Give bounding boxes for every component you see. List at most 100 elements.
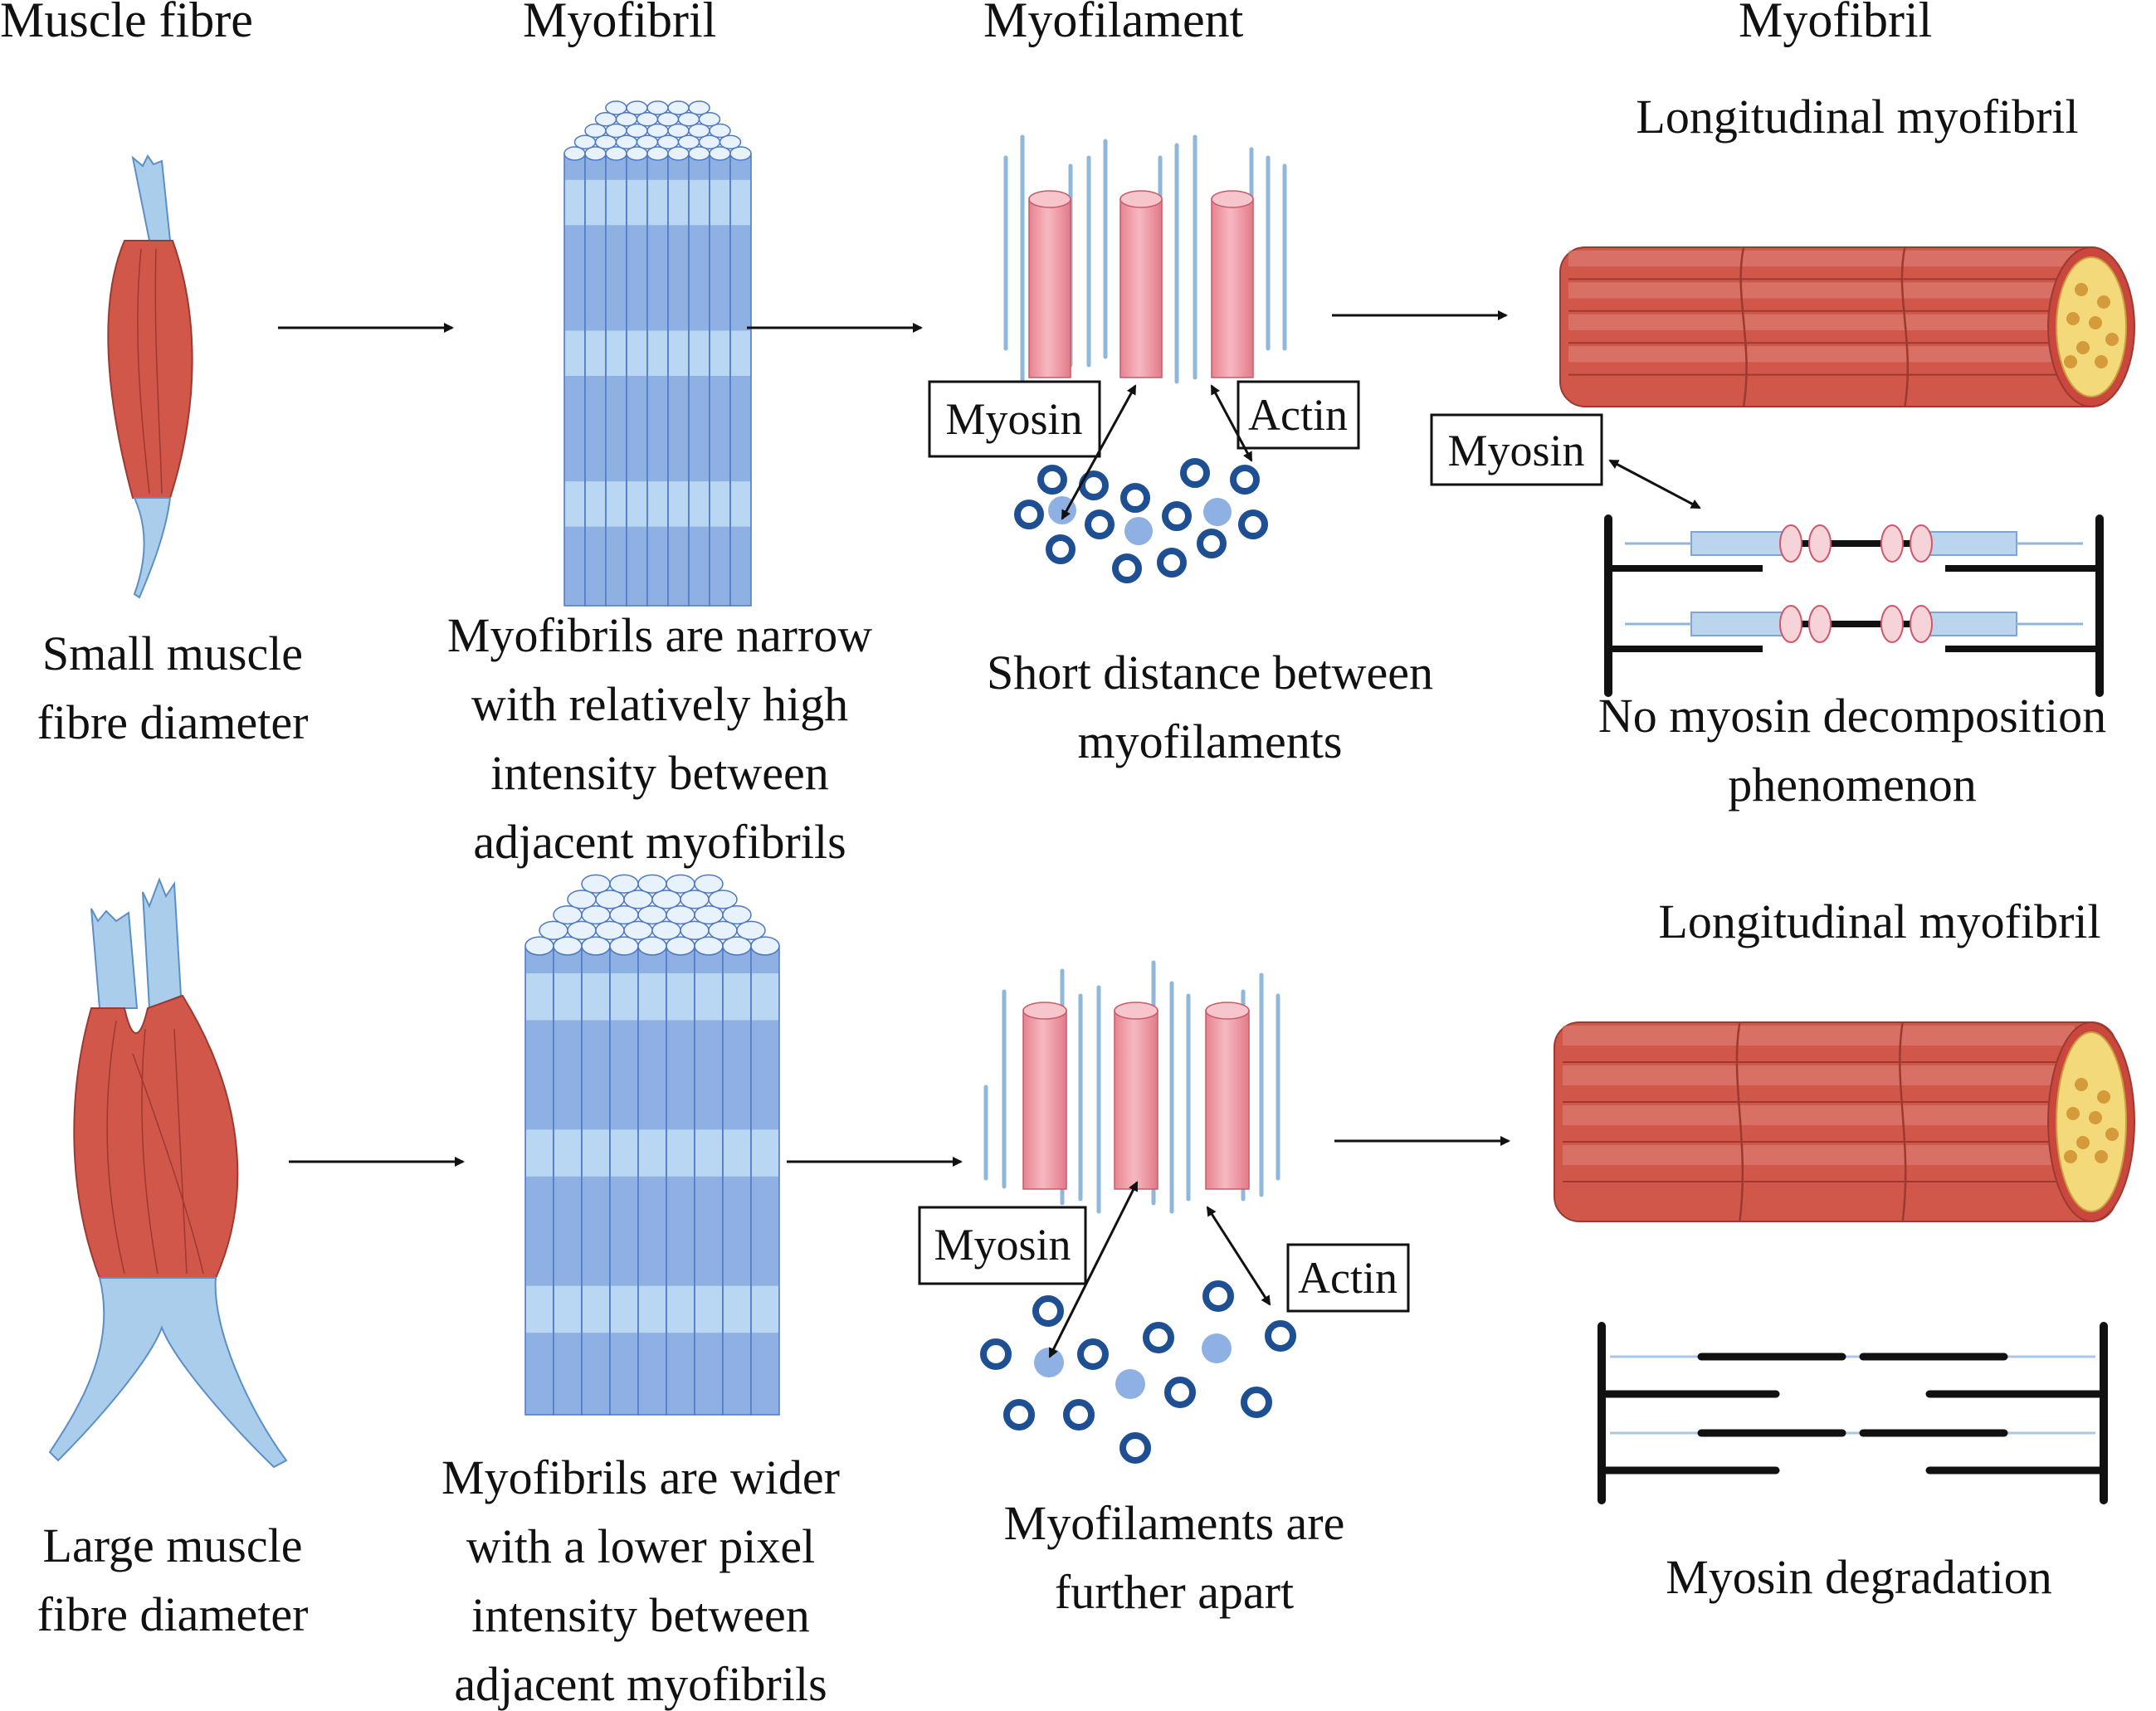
top-myofibril-caption-line-3: intensity between [490,746,829,800]
myosin-filament [1114,1010,1158,1190]
cross-bridge [1779,524,1802,563]
myofibril-rod-end [626,100,648,115]
myofibril-light-band [667,1285,694,1333]
small-fibre-caption-line-1: Small muscle [42,626,303,680]
myosin-cross-section [980,1338,1012,1370]
actin-cross-section [1115,1369,1145,1399]
header-muscle-fibre: Muscle fibre [0,0,253,47]
cross-bridge [1880,524,1904,563]
myosin-cross-section [1046,534,1076,564]
myofibril-rod [524,945,554,1416]
actin-cross-section [1203,498,1232,526]
myofibril-rod [722,945,752,1416]
close-myofilaments [1003,134,1287,384]
bottom-longitudinal-title: Longitudinal myofibril [1658,894,2100,948]
myosin-cross-section [1230,465,1260,495]
myosin-filament [1028,198,1071,378]
myofibril-light-band [526,1129,553,1177]
myofibril-rod [637,945,667,1416]
myofibril-light-band [710,481,729,527]
myosin-filament [1119,198,1163,378]
top-sarcomere-caption-line-1: No myosin decomposition [1598,689,2106,743]
core-fibril-dot [2066,1107,2080,1120]
myosin-filament-top [1028,190,1071,208]
myofibril-light-band [583,972,609,1021]
myofibril-rod-end [646,100,669,115]
z-line [1899,1021,1907,1222]
myofibril-highlight [1568,251,2075,267]
myosin-cross-section [1241,1387,1272,1418]
myosin-cross-section [1085,509,1115,539]
core-fibril-dot [2064,355,2077,368]
myofibril-light-band [695,1129,722,1177]
myosin-pointer-top [1061,384,1137,520]
myosin-filament-top [1211,190,1254,208]
myofibril-highlight [1568,282,2075,299]
myofibril-light-band [690,481,709,527]
myofibril-light-band [627,330,646,376]
myofibril-rod-end [605,100,627,115]
core-fibril-dot [2075,283,2088,296]
myosin-head-block [1690,612,1783,636]
small-fibre-caption-line-2: fibre diameter [37,695,309,749]
cross-bridge [1880,605,1904,643]
large-fibre-caption-line-2: fibre diameter [37,1587,309,1641]
sarcomere-myosin-label: Myosin [1447,426,1584,475]
spread-myofilaments [983,960,1280,1214]
myofibril-highlight [1563,1145,2075,1165]
myofibril-light-band [607,179,626,226]
z-line [1900,246,1910,407]
core-fibril-dot [2097,1090,2110,1104]
actin-label-bottom: Actin [1298,1253,1397,1303]
myofibril-light-band [710,179,729,226]
myofibril-rod-end [736,920,766,940]
myofibril-rod-end [709,123,731,139]
myofibril-light-band [607,481,626,527]
myosin-cross-section [1014,500,1044,529]
myosin-cross-section [1119,1432,1151,1464]
bottom-longitudinal-myofibril [1554,1021,2135,1222]
myofibril-light-band [724,1129,750,1177]
top-longitudinal-title: Longitudinal myofibril [1636,90,2078,144]
myofibril-light-band [639,972,666,1021]
myosin-cross-section [1238,509,1268,539]
myofibril-light-band [586,330,605,376]
cross-bridge [1910,524,1933,563]
bottom-filament-caption-line-2: further apart [1055,1565,1294,1619]
cross-bridge [1779,605,1802,643]
myofibril-light-band [731,179,750,226]
top-myofibril-caption-line-2: with relatively high [471,677,848,731]
core-fibril-dot [2095,1150,2108,1163]
myosin-head-block [1690,531,1783,556]
myofibril-rod-end [637,874,667,894]
myofibril-light-band [554,1129,581,1177]
myofibril-rod-end [666,874,695,894]
myofibril-light-band [690,330,709,376]
myofibril-rod-end [667,100,690,115]
myosin-filament-top [1114,1002,1158,1020]
large-fibre-caption-line-1: Large muscle [43,1518,303,1572]
myofibril-highlight [1563,1065,2075,1085]
myofibril-light-band [586,481,605,527]
myosin-cross-section [1003,1399,1035,1431]
myosin-cross-section [1162,501,1192,531]
myosin-cross-section [1180,458,1210,488]
myosin-label-bottom: Myosin [934,1220,1071,1270]
myosin-cross-section [1077,1338,1109,1370]
core-fibril-dot [2076,1136,2090,1149]
myosin-cross-section [1265,1320,1296,1352]
myofibril-rod [750,945,780,1416]
header-myofilament: Myofilament [983,0,1244,47]
myofibril-light-band [710,330,729,376]
myofibril-light-band [669,481,688,527]
cross-bridge [1808,524,1832,563]
actin-label-box-bottom [1286,1243,1410,1313]
intact-sarcomere [1604,514,2104,697]
bottom-filament-caption-line-1: Myofilaments are [1004,1496,1345,1550]
myofibril-rod-end [708,890,738,909]
myofibril-light-band [669,330,688,376]
myofibril-rod-end [729,146,752,161]
large-muscle-fibre-illustration [48,877,288,1469]
myosin-filament [1022,1010,1067,1190]
